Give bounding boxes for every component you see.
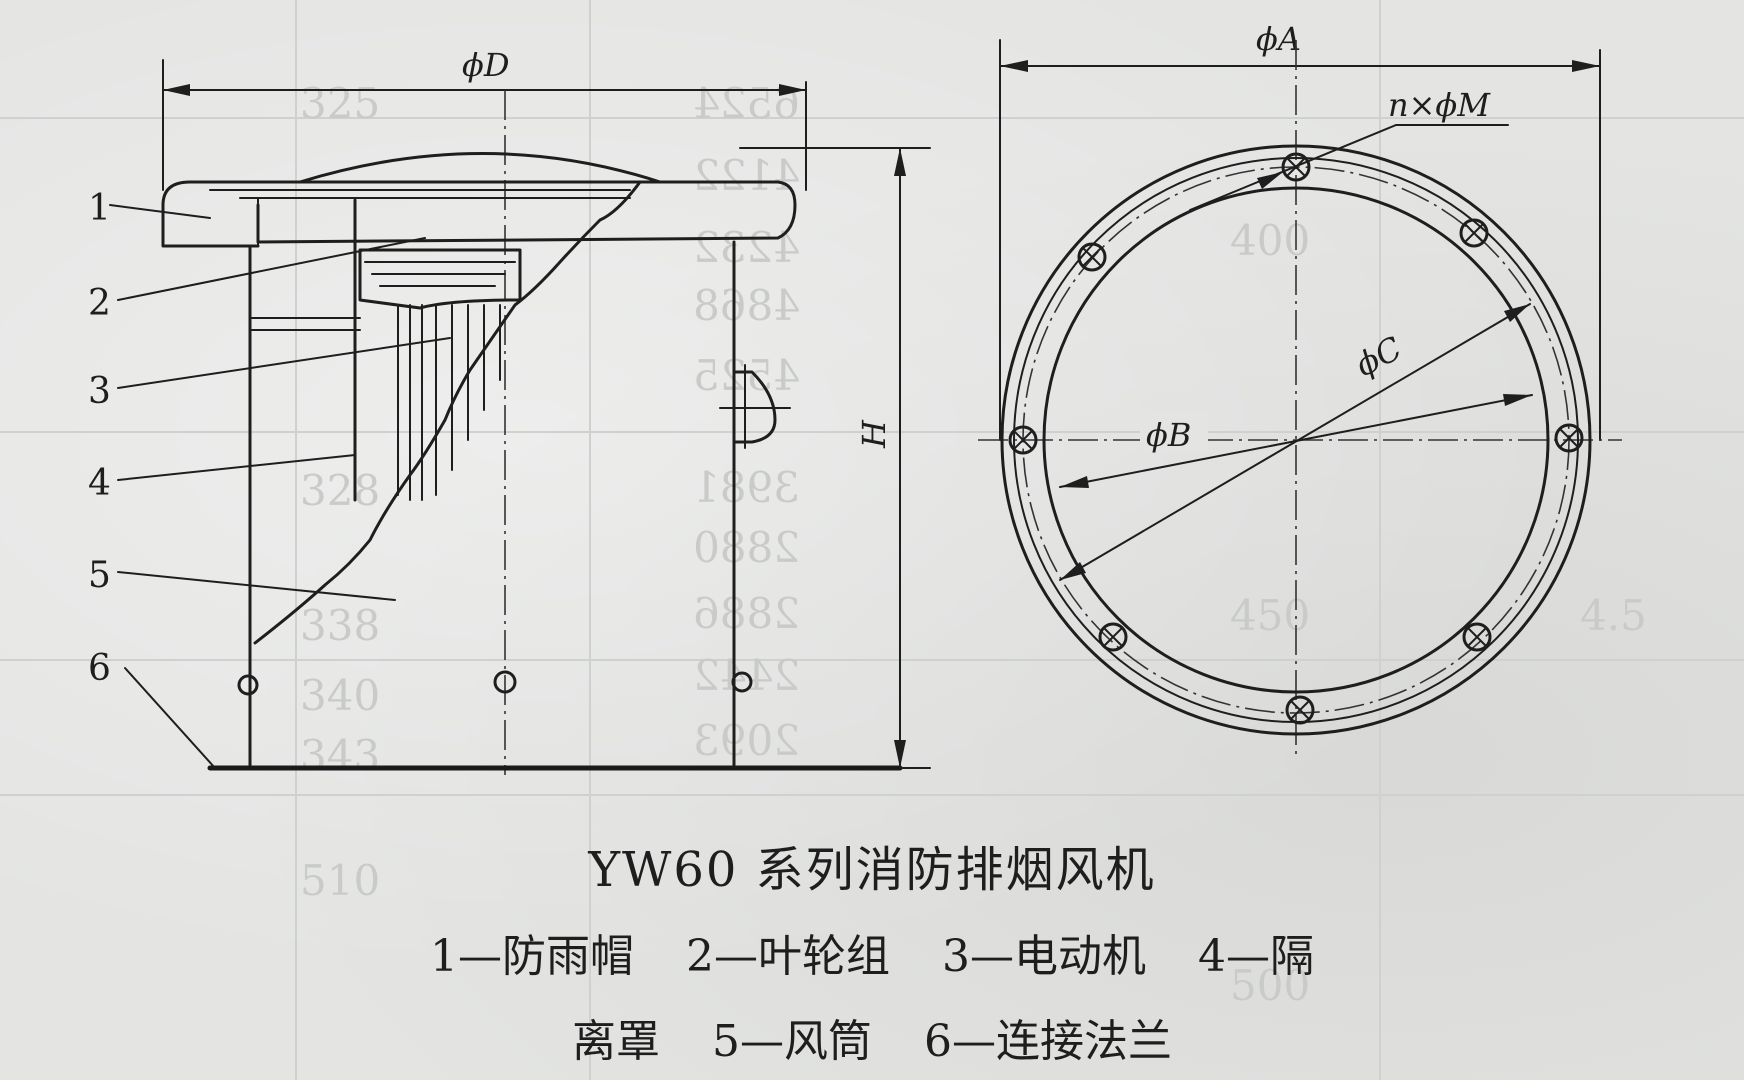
ghost-value: 4868	[693, 281, 800, 330]
arrowhead	[1000, 60, 1028, 72]
dimension-label-A: ϕA	[1256, 20, 1301, 58]
part-number-6: 6	[88, 648, 111, 689]
legend-item-duct: 5—风筒	[712, 1016, 872, 1067]
dimension-label-holes: n×ϕM	[1388, 86, 1491, 124]
ghost-value: 338	[300, 601, 380, 650]
dimension-line-B	[1059, 394, 1533, 488]
ghost-value: 328	[300, 466, 380, 515]
leader-line	[117, 337, 451, 389]
label-mask	[1140, 410, 1208, 452]
junction-box	[732, 370, 777, 444]
legend-item-isolation-cover: 4—隔	[1198, 931, 1314, 982]
legend-item-motor: 3—电动机	[942, 931, 1146, 982]
part-number-2: 2	[88, 283, 111, 324]
part-number-1: 1	[88, 188, 111, 229]
bolt-hole-icon	[1285, 695, 1315, 725]
arrowhead	[1504, 304, 1530, 322]
impeller-hub	[358, 248, 522, 310]
figure-title: YW60 系列消防排烟风机	[588, 842, 1156, 898]
bolt-hole-icon	[1459, 218, 1489, 248]
leader-line	[117, 237, 426, 301]
leader-line-holes	[1189, 124, 1397, 211]
bolt-hole-icon	[731, 671, 753, 693]
ghost-value: 2093	[693, 716, 800, 765]
arrowhead	[894, 148, 906, 176]
arrowhead	[779, 84, 806, 96]
ghost-value: 4232	[693, 223, 800, 272]
rain-cap-brim	[188, 180, 797, 244]
ghost-value: 4525	[693, 351, 800, 400]
arrowhead	[1257, 172, 1283, 189]
part-number-3: 3	[88, 371, 111, 412]
side-view: ϕD	[88, 46, 931, 775]
bolt-hole-icon	[1554, 423, 1584, 453]
leader-line	[109, 204, 211, 219]
dimension-label-D: ϕD	[462, 46, 509, 84]
leader-line	[124, 667, 216, 769]
legend-item-isolation-cover-cont: 离罩	[572, 1016, 660, 1067]
rain-cap-cutaway	[161, 180, 260, 248]
arrowhead	[1060, 562, 1086, 580]
bolt-hole-icon	[1077, 242, 1107, 272]
bolt-hole-icon	[237, 674, 259, 696]
ghost-value: 4122	[693, 151, 800, 200]
legend-item-rain-cap: 1—防雨帽	[430, 931, 634, 982]
top-view: ϕA n×ϕM ϕC	[978, 20, 1622, 760]
ghost-value: 4.5	[1580, 591, 1647, 640]
arrowhead	[894, 740, 906, 768]
bolt-hole-icon	[493, 670, 517, 694]
leader-line	[117, 454, 356, 481]
ghost-value: 2880	[693, 523, 800, 572]
bolt-hole-icon	[1098, 622, 1128, 652]
bolt-hole-icon	[1008, 425, 1038, 455]
legend-line-1: 1—防雨帽 2—叶轮组 3—电动机 4—隔	[0, 920, 1744, 984]
arrowhead	[1060, 476, 1089, 488]
dimension-label-H: H	[855, 419, 893, 449]
ghost-value: 340	[300, 671, 380, 720]
rain-cap-dome	[298, 152, 662, 184]
ghost-value: 510	[300, 856, 380, 905]
legend-line-2: 离罩 5—风筒 6—连接法兰	[0, 1005, 1744, 1069]
dimension-label-C: ϕC	[1349, 329, 1408, 384]
bolt-hole-icon	[1462, 622, 1492, 652]
ghost-value: 325	[300, 79, 380, 128]
ghost-value: 400	[1230, 216, 1310, 265]
arrowhead	[163, 84, 190, 96]
legend-item-flange: 6—连接法兰	[924, 1016, 1172, 1067]
leader-line	[117, 571, 396, 601]
ghost-value: 343	[300, 731, 380, 780]
ghost-value: 450	[1230, 591, 1310, 640]
part-number-4: 4	[88, 463, 111, 504]
ghost-value: 2886	[693, 589, 800, 638]
ghost-value: 500	[1230, 961, 1310, 1010]
motor	[397, 304, 501, 501]
inner-bore	[1042, 186, 1550, 694]
ghost-value: 3981	[693, 463, 800, 512]
arrowhead	[1572, 60, 1600, 72]
flange-outer-ring	[1000, 144, 1592, 736]
dimension-label-B: ϕB	[1146, 416, 1191, 454]
legend-item-impeller: 2—叶轮组	[686, 931, 890, 982]
part-number-5: 5	[88, 555, 111, 596]
arrowhead	[1503, 394, 1532, 406]
